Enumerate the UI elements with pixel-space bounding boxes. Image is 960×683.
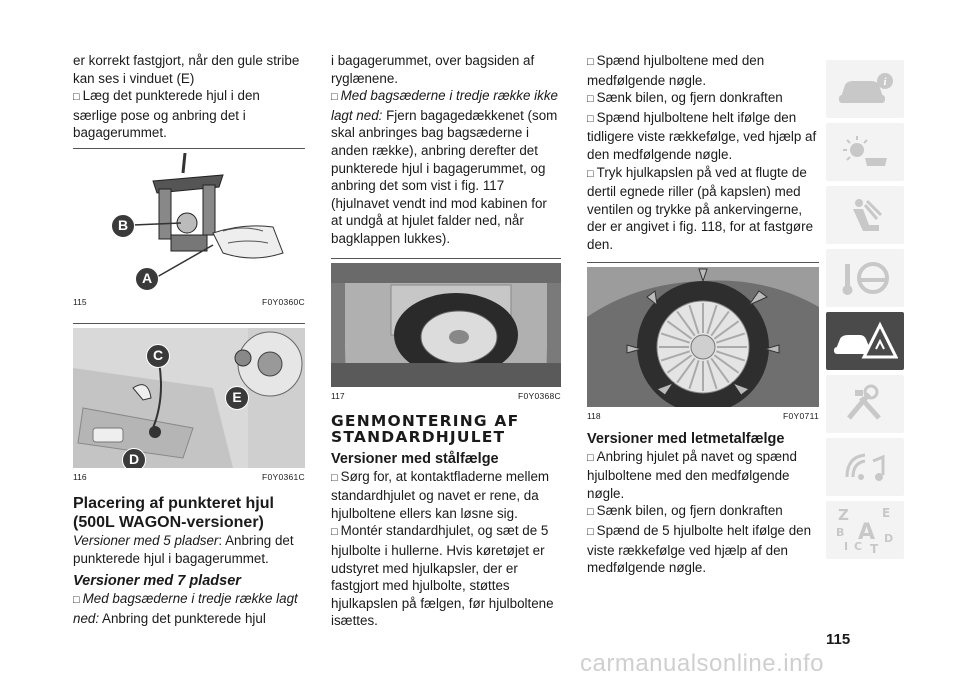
bullet-item: Med bagsæderne i tredje række lagt ned: … xyxy=(73,590,305,627)
bullet-item: Spænd de 5 hjulbolte helt ifølge den vis… xyxy=(587,522,819,577)
column-1: er korrekt fastgjort, når den gule strib… xyxy=(73,52,305,627)
dashboard-lights-icon xyxy=(843,136,887,166)
figure-caption: 118 F0Y0711 xyxy=(587,411,819,421)
bullet-item: Sørg for, at kontaktfladerne mellem stan… xyxy=(331,468,561,523)
section-heading: Placering af punkteret hjul (500L WAGON-… xyxy=(73,494,274,531)
figure-116-image: C E D xyxy=(73,327,305,468)
figure-caption: 117 F0Y0368C xyxy=(331,391,561,401)
tab-index[interactable]: Z E B A I C T D xyxy=(826,501,904,559)
italic-lead: Versioner med 5 pladser xyxy=(73,532,219,548)
svg-text:i: i xyxy=(883,76,887,88)
car-info-icon: i xyxy=(839,73,893,103)
seat-airbag-icon xyxy=(853,199,883,231)
paragraph: i bagagerummet, over bagsiden af ryglæne… xyxy=(331,53,535,86)
figure-number: 115 xyxy=(73,296,87,307)
multimedia-icon xyxy=(845,453,885,481)
wheel-spoke xyxy=(688,304,700,334)
figure-code: F0Y0360C xyxy=(261,296,305,307)
wheel-spoke xyxy=(706,359,718,389)
bullet-item: Læg det punkterede hjul i den særlige po… xyxy=(73,87,305,142)
figure-118: 118 F0Y0711 xyxy=(587,261,819,421)
callout-e: E xyxy=(225,385,249,410)
figure-117: 117 F0Y0368C xyxy=(331,257,561,401)
alphabetical-index-icon: Z E B A I C T D xyxy=(834,506,896,556)
bullet-item: Anbring hjulet på navet og spænd hjulbol… xyxy=(587,448,819,503)
tab-emergency[interactable] xyxy=(826,312,904,370)
wheel-spoke xyxy=(706,304,718,334)
index-letter: D xyxy=(884,532,894,545)
figure-code: F0Y0361C xyxy=(261,471,305,482)
paragraph: Versioner med 5 pladser: Anbring det pun… xyxy=(73,532,294,566)
tab-starting-driving[interactable] xyxy=(826,249,904,307)
callout-d: D xyxy=(122,447,146,468)
subheading: Versioner med letmetalfælge xyxy=(587,430,785,447)
figure-115-image: B A xyxy=(73,152,305,293)
figure-115: B A 115 F0Y0360C xyxy=(73,147,305,307)
index-letter: T xyxy=(870,542,879,556)
chapter-sidebar: i xyxy=(826,60,904,564)
wheel-spoke xyxy=(688,359,700,389)
figure-number: 116 xyxy=(73,471,87,482)
figure-116: C E D 116 F0Y0361C xyxy=(73,322,305,482)
wheel-spoke xyxy=(676,357,696,383)
bullet-item: Med bagsæderne i tredje række ikke lagt … xyxy=(331,87,561,247)
subheading: Versioner med stålfælge xyxy=(331,450,499,467)
wheel-spoke xyxy=(676,310,696,336)
bullet-item: Montér standardhjulet, og sæt de 5 hjulb… xyxy=(331,522,561,630)
column-2: i bagagerummet, over bagsiden af ryglæne… xyxy=(331,52,561,630)
wheel-spoke xyxy=(710,357,730,383)
spare-wheel-in-trunk-illustration xyxy=(331,262,561,387)
figure-caption: 116 F0Y0361C xyxy=(73,472,305,482)
figure-code: F0Y0368C xyxy=(517,390,561,401)
maintenance-tools-icon xyxy=(847,384,881,420)
bullet-item: Spænd hjulboltene helt ifølge den tidlig… xyxy=(587,109,819,164)
index-letter: I xyxy=(844,540,849,553)
wheel-spoke xyxy=(716,349,746,362)
tab-car-info[interactable]: i xyxy=(826,60,904,118)
breakdown-warning-icon xyxy=(834,321,898,359)
wheel-spoke xyxy=(666,353,693,374)
italic-lead: Med bagsæderne i tredje række lagt ned: xyxy=(73,591,298,626)
bullet-item: Sænk bilen, og fjern donkraften xyxy=(587,89,819,109)
wheel-spoke xyxy=(710,310,730,336)
callout-b: B xyxy=(111,213,135,238)
chapter-heading: GENMONTERING AF STANDARDHJULET xyxy=(331,411,520,446)
tab-multimedia[interactable] xyxy=(826,438,904,496)
figure-number: 117 xyxy=(331,390,345,401)
callout-a: A xyxy=(135,266,159,291)
key-steering-icon xyxy=(842,262,889,295)
tab-maintenance[interactable] xyxy=(826,375,904,433)
bullet-item: Spænd hjulboltene med den medfølgende nø… xyxy=(587,52,819,89)
bullet-item: Tryk hjulkapslen på ved at flugte de der… xyxy=(587,164,819,254)
wheel-spoke xyxy=(666,319,693,340)
bullet-item: Sænk bilen, og fjern donkraften xyxy=(587,502,819,522)
wheel-spoke xyxy=(660,349,690,362)
wheel-spoke xyxy=(660,331,690,344)
figure-code: F0Y0711 xyxy=(783,410,819,421)
italic-lead: Med bagsæderne i tredje række ikke lagt … xyxy=(331,88,558,123)
column-3: Spænd hjulboltene med den medfølgende nø… xyxy=(587,52,819,577)
figure-number: 118 xyxy=(587,410,601,421)
callout-c: C xyxy=(146,343,170,368)
wheel-hubcap-illustration xyxy=(587,266,819,407)
figure-caption: 115 F0Y0360C xyxy=(73,297,305,307)
index-letter: B xyxy=(836,526,845,539)
page-number: 115 xyxy=(826,631,851,648)
figure-117-image xyxy=(331,262,561,387)
jack-mechanism-illustration xyxy=(73,152,305,293)
tab-safety[interactable] xyxy=(826,186,904,244)
spare-wheel-well-illustration xyxy=(73,327,305,468)
wheel-spoke xyxy=(713,319,740,340)
paragraph: er korrekt fastgjort, når den gule strib… xyxy=(73,53,300,86)
tab-dashboard[interactable] xyxy=(826,123,904,181)
watermark: carmanualsonline.info xyxy=(580,650,824,677)
index-letter: E xyxy=(882,506,891,520)
subheading: Versioner med 7 pladser xyxy=(73,573,241,590)
figure-118-image xyxy=(587,266,819,407)
index-letter: C xyxy=(854,540,863,553)
index-letter: A xyxy=(858,520,876,545)
index-letter: Z xyxy=(838,506,849,524)
wheel-spoke xyxy=(716,331,746,344)
wheel-spoke xyxy=(713,353,740,374)
